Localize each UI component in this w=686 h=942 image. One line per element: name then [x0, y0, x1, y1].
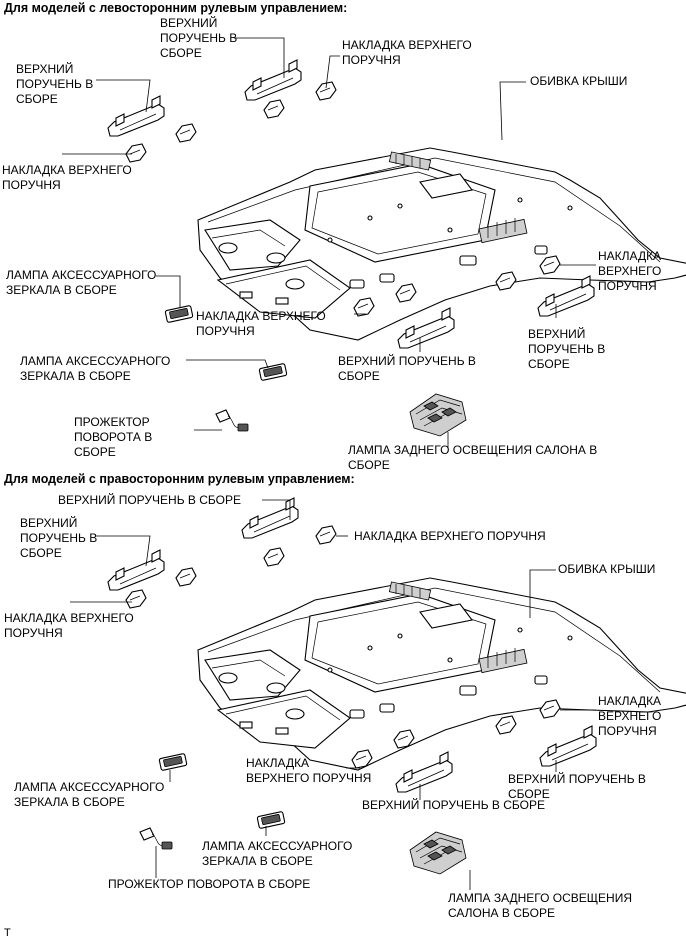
lhd-rear-room-lamp-label: ЛАМПА ЗАДНЕГО ОСВЕЩЕНИЯ САЛОНА В СБОРЕ — [348, 443, 598, 472]
lhd-upper-grip-center-label: ВЕРХНИЙ ПОРУЧЕНЬ В СБОРЕ — [338, 354, 476, 383]
lhd-spot-lamp-label: ПРОЖЕКТОР ПОВОРОТА В СБОРЕ — [74, 415, 153, 459]
rhd-rear-room-lamp-label: ЛАМПА ЗАДНЕГО ОСВЕЩЕНИЯ САЛОНА В СБОРЕ — [448, 891, 632, 920]
lhd-roof-headlining-label: ОБИВКА КРЫШИ — [530, 74, 628, 88]
lhd-grip-cover-center-label: НАКЛАДКА ВЕРХНЕГО ПОРУЧНЯ — [196, 309, 326, 338]
rhd-vanity-lamp-1-label: ЛАМПА АКСЕССУАРНОГО ЗЕРКАЛА В СБОРЕ — [14, 780, 165, 809]
rhd-upper-grip-right-label: ВЕРХНИЙ ПОРУЧЕНЬ В СБОРЕ — [508, 772, 646, 801]
lhd-grip-cover-top-label: НАКЛАДКА ВЕРХНЕГО ПОРУЧНЯ — [342, 38, 472, 67]
rhd-upper-grip-top-label: ВЕРХНИЙ ПОРУЧЕНЬ В СБОРЕ — [58, 493, 242, 507]
lhd-upper-grip-left-label: ВЕРХНИЙ ПОРУЧЕНЬ В СБОРЕ — [16, 62, 94, 106]
rhd-roof-headlining-label: ОБИВКА КРЫШИ — [558, 562, 656, 576]
footer-code: T — [4, 927, 11, 939]
rhd-grip-cover-top-label: НАКЛАДКА ВЕРХНЕГО ПОРУЧНЯ — [354, 529, 546, 543]
rhd-grip-cover-left-label: НАКЛАДКА ВЕРХНЕГО ПОРУЧНЯ — [4, 611, 134, 640]
rhd-vanity-lamp-2-label: ЛАМПА АКСЕССУАРНОГО ЗЕРКАЛА В СБОРЕ — [202, 839, 353, 868]
lhd-grip-cover-left-label: НАКЛАДКА ВЕРХНЕГО ПОРУЧНЯ — [2, 163, 132, 192]
rhd-grip-cover-center-label: НАКЛАДКА ВЕРХНЕГО ПОРУЧНЯ — [246, 756, 372, 785]
lhd-section-heading: Для моделей с левосторонним рулевым упра… — [4, 1, 348, 15]
lhd-grip-cover-right-label: НАКЛАДКА ВЕРХНЕГО ПОРУЧНЯ — [598, 249, 662, 293]
rhd-upper-grip-left-label: ВЕРХНИЙ ПОРУЧЕНЬ В СБОРЕ — [20, 516, 98, 560]
rhd-section-heading: Для моделей с правосторонним рулевым упр… — [4, 472, 355, 486]
lhd-vanity-lamp-1-label: ЛАМПА АКСЕССУАРНОГО ЗЕРКАЛА В СБОРЕ — [6, 268, 157, 297]
rhd-grip-cover-right-label: НАКЛАДКА ВЕРХНЕГО ПОРУЧНЯ — [598, 694, 662, 738]
rhd-upper-grip-center-label: ВЕРХНИЙ ПОРУЧЕНЬ В СБОРЕ — [362, 798, 546, 812]
lhd-upper-grip-top-label: ВЕРХНИЙ ПОРУЧЕНЬ В СБОРЕ — [160, 16, 238, 60]
lhd-upper-grip-right-label: ВЕРХНИЙ ПОРУЧЕНЬ В СБОРЕ — [528, 327, 606, 371]
rhd-spot-lamp-label: ПРОЖЕКТОР ПОВОРОТА В СБОРЕ — [108, 877, 311, 891]
rhd-leader-lines — [70, 499, 596, 890]
lhd-vanity-lamp-2-label: ЛАМПА АКСЕССУАРНОГО ЗЕРКАЛА В СБОРЕ — [20, 354, 171, 383]
lhd-leader-lines — [62, 37, 596, 448]
rhd-headliner-drawing — [197, 577, 686, 771]
